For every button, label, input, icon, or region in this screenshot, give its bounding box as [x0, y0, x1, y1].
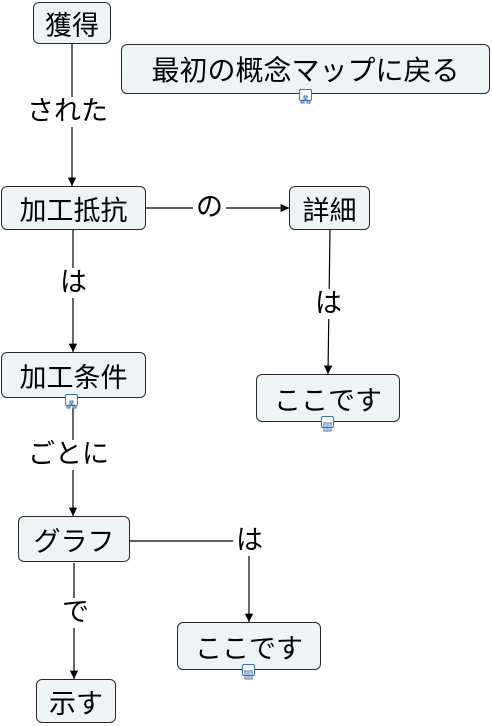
link-graph-koko2	[130, 540, 254, 622]
concept-graph[interactable]: グラフ	[18, 516, 130, 562]
concept-shousai[interactable]: 詳細	[289, 186, 370, 230]
concept-return-map[interactable]: 最初の概念マップに戻る	[121, 44, 490, 94]
concept-koko-1[interactable]: ここです	[256, 374, 400, 422]
link-label-gotoni: ごとに	[25, 440, 112, 470]
link-label-wa-2: は	[312, 289, 345, 319]
concept-map-link-icon[interactable]	[65, 394, 78, 409]
link-label-wa-3: は	[233, 526, 266, 556]
concept-kako-jouken[interactable]: 加工条件	[1, 352, 146, 398]
link-label-sareta: された	[24, 97, 111, 127]
document-link-icon[interactable]	[321, 416, 334, 432]
concept-map-link-icon[interactable]	[299, 89, 312, 104]
concept-koko-2[interactable]: ここです	[177, 622, 321, 670]
link-label-no: の	[193, 193, 226, 223]
concept-kako-teikou[interactable]: 加工抵抗	[1, 186, 146, 230]
link-label-wa-1: は	[57, 268, 90, 298]
document-link-icon[interactable]	[242, 664, 255, 680]
link-label-de: で	[59, 598, 92, 628]
concept-kakutoku[interactable]: 獲得	[33, 2, 111, 44]
concept-shimesu[interactable]: 示す	[36, 679, 116, 723]
